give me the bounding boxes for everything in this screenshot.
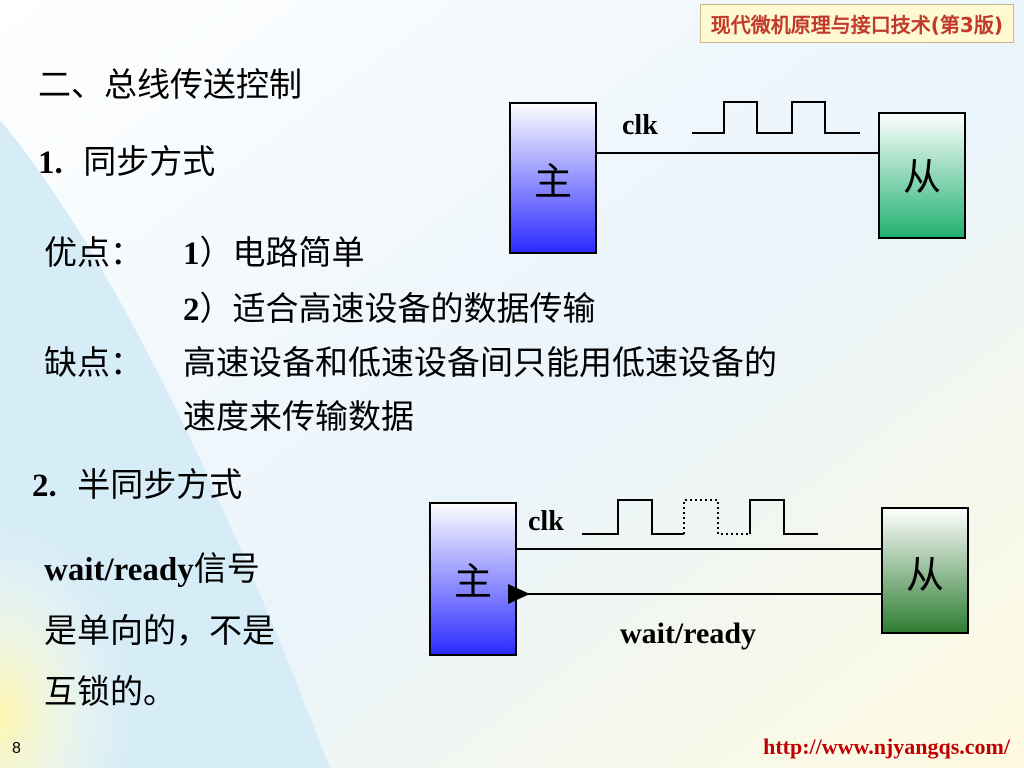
semisync-note-line-1: wait/ready信号 <box>44 542 260 590</box>
semisync-clock-waveform-end <box>749 499 818 535</box>
pros-item-2-paren: ） <box>199 289 233 328</box>
subsection-sync-number-dot: . <box>54 145 63 181</box>
footer-url-link[interactable]: http://www.njyangqs.com/ <box>763 734 1010 759</box>
semisync-master-label: 主 <box>454 560 492 604</box>
semisync-slave-box <box>881 507 969 634</box>
subsection-semisync-title: 半同步方式 <box>77 465 243 504</box>
subsection-sync-title: 同步方式 <box>83 142 216 181</box>
cons-line-2: 速度来传输数据 <box>183 397 414 436</box>
page-number: 8 <box>12 740 21 757</box>
sync-clk-label: clk <box>622 110 658 141</box>
semisync-clk-label: clk <box>528 506 564 537</box>
pros-item-2-number: 2 <box>183 292 200 328</box>
sync-master-box <box>509 102 597 254</box>
semisync-note-line-3: 互锁的。 <box>44 672 176 711</box>
sync-diagram: 主 从 clk <box>509 101 966 254</box>
pros-item-1-paren: ） <box>199 233 233 272</box>
semisync-diagram: 主 从 clk wait/ready <box>429 499 969 656</box>
cons-label: 缺点： <box>44 343 143 382</box>
pros-label: 优点： <box>44 233 143 272</box>
semisync-signal-suffix: 信号 <box>193 549 260 588</box>
subsection-semisync-number-dot: . <box>48 468 57 504</box>
pros-item-1-text: 电路简单 <box>232 233 365 272</box>
subsection-semisync-number: 2 <box>32 468 49 504</box>
pros-item-2-text: 适合高速设备的数据传输 <box>232 289 596 328</box>
section-title: 二、总线传送控制 <box>38 65 302 104</box>
subsection-semisync-heading: 2. 半同步方式 <box>32 458 242 506</box>
cons-line-1: 高速设备和低速设备间只能用低速设备的 <box>183 343 777 382</box>
semisync-clock-waveform-start <box>582 499 684 535</box>
sync-clock-waveform <box>692 101 860 134</box>
sync-slave-label: 从 <box>903 155 941 199</box>
book-title-banner: 现代微机原理与接口技术(第3版) <box>699 4 1014 43</box>
semisync-master-box <box>429 502 517 656</box>
semisync-slave-label: 从 <box>906 553 944 597</box>
sync-master-label: 主 <box>534 160 572 204</box>
semisync-clock-wait-cycle <box>683 499 750 535</box>
pros-item-1-number: 1 <box>183 236 200 272</box>
pros-item-1: 1）电路简单 <box>183 226 365 274</box>
subsection-sync-heading: 1. 同步方式 <box>38 135 215 183</box>
semisync-signal-name: wait/ready <box>44 552 194 588</box>
pros-item-2: 2）适合高速设备的数据传输 <box>183 282 596 330</box>
semisync-note-line-2: 是单向的，不是 <box>44 611 275 650</box>
semisync-wait-ready-label: wait/ready <box>620 617 756 650</box>
sync-slave-box <box>878 112 966 239</box>
subsection-sync-number: 1 <box>38 145 55 181</box>
